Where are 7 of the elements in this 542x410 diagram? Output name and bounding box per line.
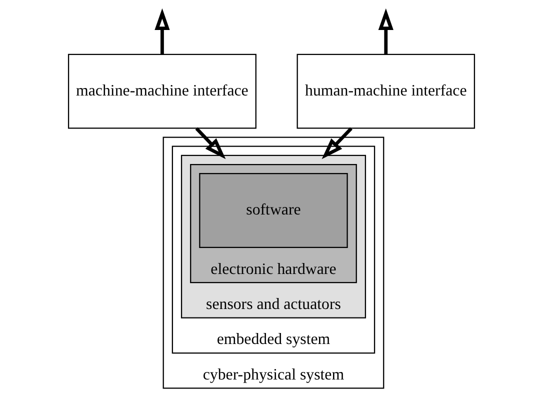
node-box: machine-machine interface <box>67 54 256 129</box>
node-box: human-machine interface <box>296 54 475 129</box>
arrow <box>378 8 393 54</box>
node-box: software <box>198 173 348 248</box>
arrow <box>194 127 226 160</box>
arrow <box>321 127 352 160</box>
arrow <box>154 8 170 54</box>
